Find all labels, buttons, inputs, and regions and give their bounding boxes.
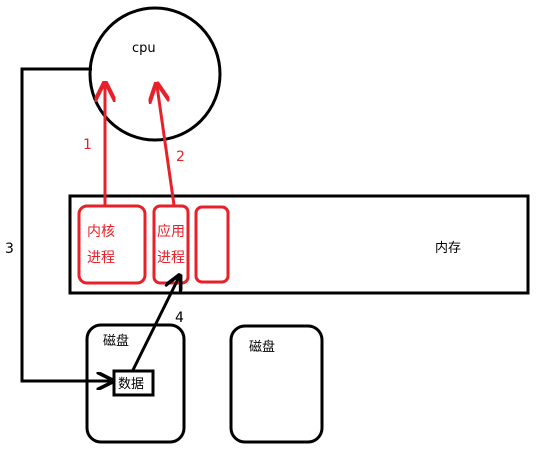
step-4-label: 4 <box>175 310 184 326</box>
step-2-label: 2 <box>176 149 185 165</box>
arrow-4 <box>131 277 179 371</box>
process-slot-box <box>194 205 230 284</box>
kernel-process-label-line1: 内核 <box>87 224 115 240</box>
app-process-box <box>152 204 190 285</box>
disk-2-label: 磁盘 <box>249 339 275 355</box>
arrow-3 <box>20 67 111 381</box>
memory-label: 内存 <box>435 240 461 256</box>
disk-1-box <box>85 323 186 444</box>
disk-2-box <box>229 324 324 444</box>
cpu-label: cpu <box>132 41 156 56</box>
arrow-2 <box>157 86 176 206</box>
app-process-label-line1: 应用 <box>157 223 185 240</box>
step-1-label: 1 <box>83 137 92 153</box>
data-label: 数据 <box>118 377 144 392</box>
app-process-label-line2: 进程 <box>157 250 185 266</box>
kernel-process-box <box>77 204 147 285</box>
memory-box <box>68 194 530 295</box>
kernel-process-label-line2: 进程 <box>87 250 115 266</box>
disk-1-label: 磁盘 <box>103 333 129 349</box>
cpu-circle <box>88 6 222 142</box>
step-3-label: 3 <box>5 241 14 257</box>
